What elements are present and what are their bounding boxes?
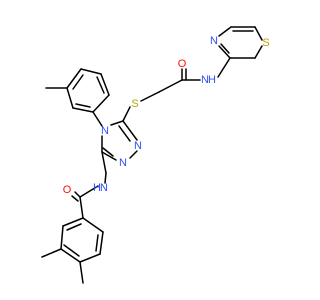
- atom-labels: O N H N S S N N N N H O: [63, 35, 270, 196]
- bond-dmp-2: [99, 231, 104, 255]
- bond-dmp-4: [60, 248, 81, 263]
- bond-nh-c-left: [79, 185, 99, 198]
- bond-c-o-left-double: [71, 195, 79, 202]
- bond-thz-n-c2-double: [220, 43, 230, 54]
- bond-dmp-1: [82, 217, 104, 233]
- atom-nitrogen-triazole-1: N: [119, 157, 127, 169]
- bond-dmp-methyl-4: [79, 261, 84, 284]
- bond-dmp-6-double: [66, 223, 82, 231]
- bond-tol-5: [66, 87, 74, 109]
- bond-thz-c4-n: [218, 26, 232, 37]
- structure-drawing: O N H N S S N N N N H O: [41, 26, 270, 284]
- bond-dmp-3: [79, 253, 101, 263]
- bond-c5-ch2: [101, 151, 107, 174]
- bond-thz-s-c2: [254, 45, 263, 59]
- bond-n4-tolyl: [92, 111, 103, 127]
- bond-tri-n1-c5: [101, 151, 117, 161]
- bond-tol-4-double: [72, 74, 84, 90]
- bond-dmp-4-double: [63, 244, 80, 257]
- bond-dmp-5: [60, 225, 64, 250]
- bond-tol-3: [80, 68, 102, 75]
- atom-oxygen-amide-right: O: [178, 58, 187, 70]
- bond-tri-c3-n2: [122, 120, 138, 141]
- atom-nitrogen-thiazole: N: [210, 35, 218, 47]
- bond-ch2-nh: [104, 172, 107, 184]
- bond-tri-c3-n2-double: [118, 125, 131, 142]
- bonds: [41, 26, 263, 284]
- bond-thz-n-c2: [218, 45, 231, 59]
- bond-c-aryl: [79, 196, 84, 219]
- molecule-diagram: O N H N S S N N N N H O: [41, 26, 270, 284]
- bond-amide-c-ch2: [158, 79, 183, 93]
- bond-dmp-6: [62, 217, 84, 227]
- bond-tri-n1-c5-double: [102, 147, 114, 157]
- bond-s-triazole: [122, 106, 131, 122]
- atom-hydrogen-amide-left: H: [93, 182, 101, 194]
- bond-thz-c5-s: [254, 26, 263, 41]
- bond-dmp-methyl-3: [41, 248, 62, 258]
- bond-dmp-2-double: [95, 234, 99, 252]
- bond-tol-4: [66, 68, 82, 89]
- bond-tri-c3-n4: [110, 120, 124, 126]
- bond-tol-6: [72, 107, 94, 113]
- bond-tol-2: [100, 73, 110, 96]
- bond-ch2-s: [140, 91, 160, 102]
- bond-tri-n2-n1: [129, 150, 138, 159]
- atom-nitrogen-amide-right: N: [201, 74, 209, 86]
- atom-sulfur-thiazole: S: [262, 37, 269, 49]
- atom-nitrogen-triazole-2: N: [134, 140, 142, 152]
- bond-tol-6-double: [75, 103, 91, 108]
- atom-sulfur-thioether: S: [131, 98, 138, 110]
- bond-thz-c2-nh: [217, 57, 231, 78]
- atom-oxygen-amide-left: O: [63, 184, 72, 196]
- bond-c-o-left: [74, 191, 81, 198]
- bond-tol-1: [92, 94, 110, 113]
- atom-hydrogen-amide-right: H: [208, 74, 216, 86]
- atom-nitrogen-amide-left: N: [100, 182, 108, 194]
- bond-tol-2-double: [96, 76, 105, 94]
- atom-nitrogen-triazole-4: N: [101, 125, 109, 137]
